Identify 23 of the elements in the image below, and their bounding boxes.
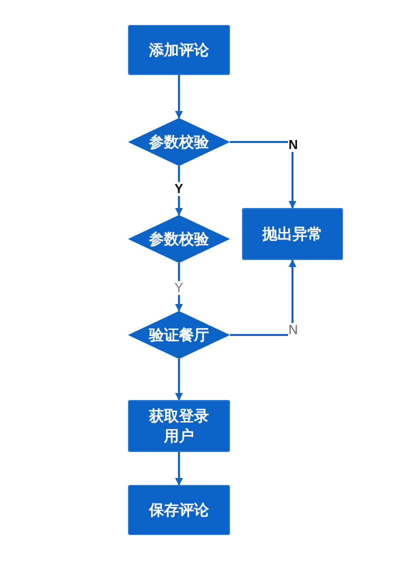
- edge-label: N: [288, 323, 299, 337]
- decision-diamond: [128, 118, 230, 166]
- node-text: 添加评论: [149, 40, 209, 60]
- arrow: [230, 141, 296, 209]
- node-text: 验证餐厅: [149, 325, 209, 345]
- arrow: [230, 259, 296, 336]
- process-box: [128, 400, 230, 452]
- process-box: [128, 485, 230, 535]
- node-text: 获取登录用户: [148, 406, 210, 446]
- process-box: [128, 25, 230, 75]
- edge-label: Y: [174, 182, 184, 196]
- process-box: [242, 208, 343, 260]
- edge-label: N: [288, 138, 299, 152]
- node-text: 抛出异常: [262, 224, 322, 244]
- arrow: [175, 452, 183, 486]
- decision-diamond: [128, 215, 230, 263]
- edge-label: Y: [174, 281, 184, 295]
- arrow: [175, 75, 183, 119]
- node-text: 参数校验: [149, 132, 209, 152]
- decision-diamond: [128, 311, 230, 359]
- node-text: 参数校验: [149, 229, 209, 249]
- node-text: 保存评论: [149, 500, 209, 520]
- arrow: [175, 359, 183, 401]
